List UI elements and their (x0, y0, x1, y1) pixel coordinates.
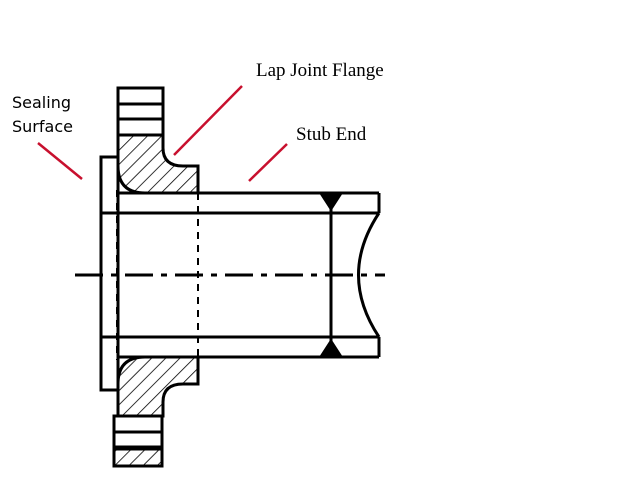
leader-stub-end (248, 143, 288, 182)
leader-lap-joint-flange (173, 85, 243, 156)
leader-sealing-surface (37, 142, 83, 180)
label-stub-end: Stub End (296, 124, 367, 145)
label-lap-joint-flange: Lap Joint Flange (256, 60, 384, 81)
label-surface: Surface (12, 117, 73, 136)
flange-lower-section (116, 355, 200, 418)
label-sealing: Sealing (12, 93, 71, 112)
flange-lower-hatch-band (112, 447, 164, 468)
weld-top-icon (318, 192, 344, 212)
flange-upper-section (116, 133, 200, 195)
weld-bottom-icon (318, 338, 344, 358)
stub-end-lap (99, 155, 120, 392)
pipe-break-curve (357, 212, 381, 338)
flange-upper-bolt-band (116, 86, 165, 137)
